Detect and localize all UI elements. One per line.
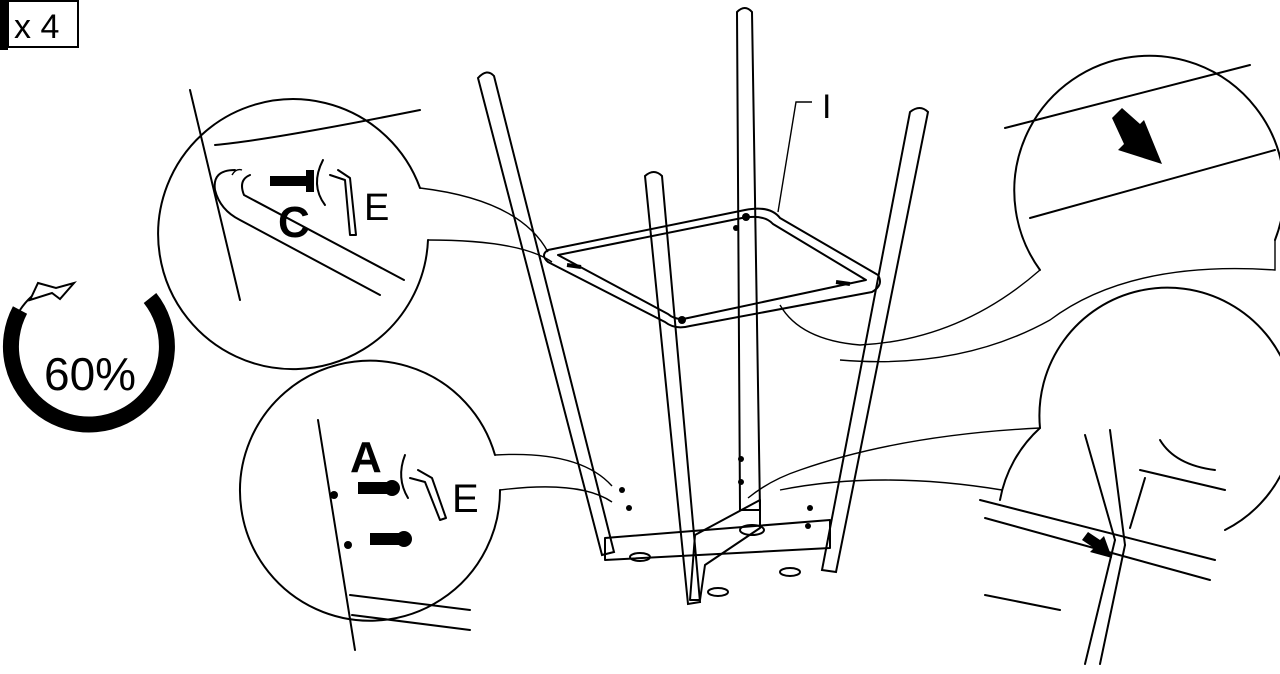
wrench-bottom-label: E (452, 477, 479, 521)
leg-back-center (735, 7, 762, 511)
screw-c-icon (270, 176, 306, 186)
base-plate (604, 456, 831, 601)
direction-arrow-small-icon (1082, 532, 1112, 558)
screw-a-top-icon (358, 482, 388, 494)
progress-indicator: 60% (2, 281, 175, 433)
stool-legs (476, 7, 930, 606)
callout-top-right (779, 54, 1280, 363)
quantity-text: x 4 (14, 8, 59, 46)
direction-arrow-icon (1112, 108, 1162, 164)
hex-wrench-bottom-icon (409, 469, 447, 521)
leg-back-left (476, 71, 616, 557)
leg-back-right (820, 107, 930, 574)
frame-part-label: I (822, 88, 831, 126)
screw-top-label: C (278, 198, 310, 247)
progress-text: 60% (44, 348, 136, 400)
callout-bottom-right (747, 286, 1280, 665)
rotate-cue-bottom-icon (400, 454, 409, 499)
callout-bottom-left: A E (239, 359, 613, 651)
screw-dots (619, 456, 813, 529)
rotate-cue-icon (316, 159, 326, 206)
hex-wrench-icon (329, 169, 357, 236)
progress-ring (2, 293, 175, 433)
rotate-arrow-icon (28, 281, 77, 302)
screw-a-bottom-icon (370, 533, 400, 545)
top-frame: I (543, 88, 881, 329)
wrench-top-label: E (364, 187, 389, 229)
callout-top-left: C E (157, 89, 553, 371)
quantity-badge: x 4 (0, 0, 79, 50)
screw-bottom-label: A (350, 433, 382, 482)
